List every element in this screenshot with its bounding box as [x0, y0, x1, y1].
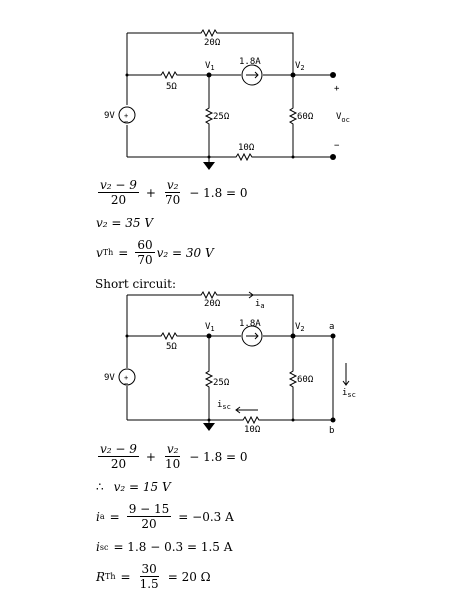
current-source-label: 1.8A [239, 319, 261, 329]
resistor-5-label: 5Ω [166, 342, 177, 352]
current-source-label: 1.8A [239, 57, 261, 67]
resistor-25-label: 25Ω [213, 112, 230, 122]
svg-text:−: − [124, 380, 128, 388]
ia-label: ia [255, 299, 265, 310]
equation-v2-open: v₂ = 35 V [96, 216, 154, 230]
node-a-label: a [329, 322, 334, 332]
ground-icon [203, 162, 215, 170]
isc-bottom-label: isc [217, 400, 231, 411]
circuit-diagram-open-circuit: + − 20Ω 5Ω 25Ω 60Ω 10Ω 9V 1.8A V1 V2 + −… [104, 28, 350, 170]
resistor-60-label: 60Ω [297, 375, 314, 385]
resistor-10-label: 10Ω [244, 425, 261, 435]
node-v2-label: V2 [295, 61, 305, 72]
node-v2-label: V2 [295, 322, 305, 333]
short-circuit-heading: Short circuit: [95, 277, 176, 291]
resistor-60-label: 60Ω [297, 112, 314, 122]
plus-terminal-label: + [334, 84, 340, 94]
node-v1-label: V1 [205, 322, 215, 333]
voltage-source-label: 9V [104, 111, 115, 121]
isc-right-arrow-icon [342, 363, 350, 386]
voc-label: Voc [336, 112, 350, 124]
ground-icon [203, 423, 215, 431]
svg-text:−: − [124, 118, 128, 126]
node-v1-label: V1 [205, 61, 215, 72]
resistor-25-label: 25Ω [213, 378, 230, 388]
circuit-diagram-short-circuit: + − 20Ω ia 5Ω 25Ω 60Ω 10Ω 9V 1.8A V1 V2 … [104, 290, 356, 436]
isc-right-label: isc [342, 388, 356, 399]
minus-terminal-label: − [334, 141, 340, 151]
isc-bottom-arrow-icon [235, 406, 258, 414]
voltage-source-label: 9V [104, 373, 115, 383]
node-b-label: b [329, 426, 334, 436]
resistor-20-label: 20Ω [204, 299, 221, 309]
equation-v2-short: ∴ v₂ = 15 V [96, 480, 171, 494]
resistor-20-label: 20Ω [204, 38, 221, 48]
resistor-5-label: 5Ω [166, 82, 177, 92]
resistor-10-label: 10Ω [238, 143, 255, 153]
svg-text:+: + [124, 374, 128, 382]
svg-text:+: + [124, 112, 128, 120]
ia-arrow-icon [236, 291, 254, 299]
